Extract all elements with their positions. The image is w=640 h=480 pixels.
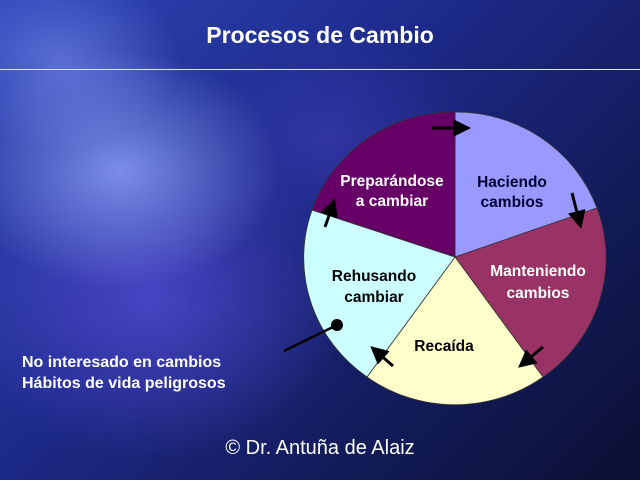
label-rehusando-2: cambiar <box>344 289 403 306</box>
label-preparandose-2: a cambiar <box>356 193 428 210</box>
segment-manteniendo <box>454 207 607 378</box>
segment-haciendo <box>454 111 598 258</box>
pointer-line <box>283 323 338 353</box>
annotation-note: No interesado en cambios Hábitos de vida… <box>22 352 226 394</box>
segment-preparandose <box>311 111 456 258</box>
label-haciendo-2: cambios <box>481 194 544 211</box>
label-manteniendo-2: cambios <box>507 285 570 302</box>
note-line-1: No interesado en cambios <box>22 354 222 371</box>
label-preparandose-1: Preparándose <box>340 173 444 190</box>
pointer-dot-icon <box>331 319 343 331</box>
note-line-2: Hábitos de vida peligrosos <box>22 375 226 392</box>
segment-rehusando <box>303 209 456 378</box>
slide-title: Procesos de Cambio <box>206 22 434 48</box>
arrow-down-left-icon <box>518 345 544 368</box>
arrow-up-left-icon <box>370 346 394 368</box>
label-recaida: Recaída <box>414 338 474 355</box>
arrow-down-icon <box>568 192 586 229</box>
label-rehusando-1: Rehusando <box>332 268 416 285</box>
label-manteniendo-1: Manteniendo <box>490 263 586 280</box>
title-divider <box>0 69 640 70</box>
arrow-up-icon <box>320 198 338 228</box>
segment-recaida <box>366 256 544 406</box>
footer-credit: © Dr. Antuña de Alaiz <box>225 437 415 459</box>
label-haciendo-1: Haciendo <box>477 174 547 191</box>
